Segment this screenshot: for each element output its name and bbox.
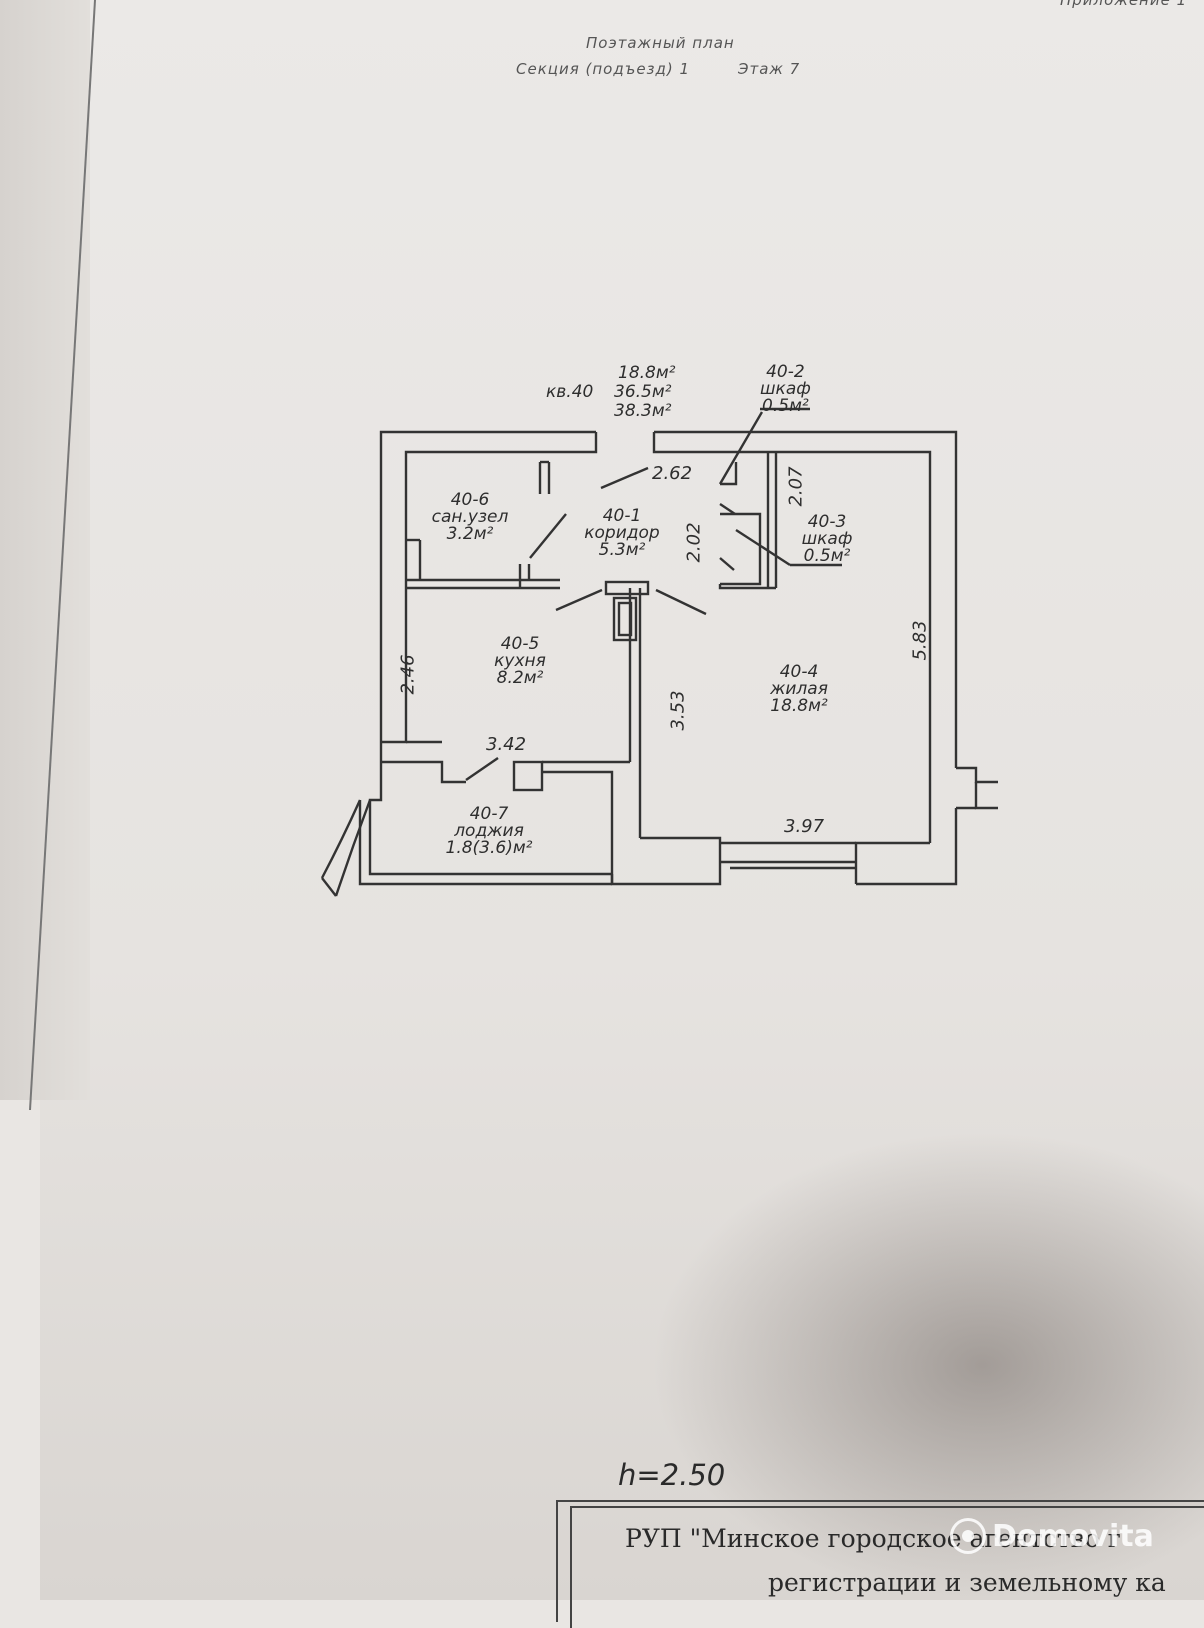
ceiling-height: h=2.50	[618, 1458, 726, 1492]
stamp-line-2: регистрации и земельному ка	[768, 1568, 1166, 1597]
room-area: 8.2м²	[496, 668, 544, 688]
room-name: коридор	[584, 523, 660, 543]
room-40-1: 40-1 коридор 5.3м²	[574, 508, 670, 559]
room-id: 40-6	[450, 490, 490, 510]
dim-closet-height: 2.07	[785, 466, 807, 507]
apartment-area-full: 38.3м²	[614, 401, 672, 421]
dim-living-height: 5.83	[909, 620, 931, 661]
room-name: кухня	[494, 651, 546, 671]
room-area: 0.5м²	[803, 546, 851, 566]
room-area: 1.8(3.6)м²	[445, 838, 533, 858]
section-label: Секция (подъезд) 1	[516, 60, 691, 78]
room-name: жилая	[770, 679, 828, 699]
dim-living-left: 3.53	[667, 690, 689, 731]
room-id: 40-4	[779, 662, 819, 682]
room-id: 40-7	[469, 804, 509, 824]
room-name: шкаф	[760, 379, 811, 399]
apartment-area-living: 18.8м²	[618, 363, 676, 383]
paper-sheet	[40, 0, 1204, 1600]
room-40-5: 40-5 кухня 8.2м²	[480, 636, 560, 687]
room-id: 40-2	[766, 362, 805, 382]
top-right-note: Приложение 1	[1060, 0, 1188, 9]
room-area: 3.2м²	[446, 524, 494, 544]
apartment-area-total: 36.5м²	[614, 382, 672, 402]
room-40-3: 40-3 шкаф 0.5м²	[792, 514, 862, 565]
watermark: Domovita	[950, 1518, 1154, 1554]
dim-kitchen-width: 3.42	[486, 734, 527, 755]
room-area: 18.8м²	[770, 696, 828, 716]
stamp-frame	[556, 1500, 1204, 1622]
room-name: лоджия	[454, 821, 524, 841]
dim-corridor-depth: 2.02	[683, 522, 705, 563]
apartment-number: кв.40	[546, 382, 594, 402]
stamp-inner-frame	[570, 1506, 1204, 1628]
room-id: 40-3	[807, 512, 847, 532]
room-area: 5.3м²	[598, 540, 646, 560]
room-40-4: 40-4 жилая 18.8м²	[754, 664, 844, 715]
room-id: 40-1	[602, 506, 642, 526]
room-id: 40-5	[500, 634, 540, 654]
stamp-line-1: РУП "Минское городское агентство г	[625, 1524, 1121, 1553]
photo-shadow	[650, 1130, 1204, 1600]
watermark-text: Domovita	[992, 1518, 1154, 1554]
room-40-6: 40-6 сан.узел 3.2м²	[420, 492, 520, 543]
room-area: 0.5м²	[762, 396, 809, 416]
paper-underlay	[0, 0, 90, 1100]
room-40-7: 40-7 лоджия 1.8(3.6)м²	[434, 806, 544, 857]
floor-label: Этаж 7	[738, 60, 801, 78]
room-name: шкаф	[801, 529, 853, 549]
plan-title: Поэтажный план	[586, 34, 735, 52]
dim-living-bottom: 3.97	[784, 816, 825, 837]
room-40-2: 40-2 шкаф 0.5м²	[760, 364, 811, 415]
dim-corridor-width: 2.62	[652, 463, 693, 484]
room-name: сан.узел	[431, 507, 509, 527]
domovita-logo-icon	[950, 1518, 986, 1554]
dim-kitchen-height: 2.46	[397, 654, 419, 695]
